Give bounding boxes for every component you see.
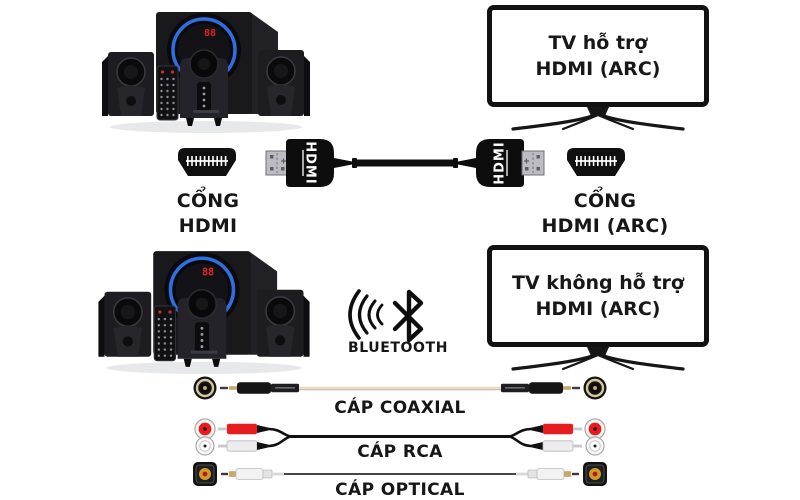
tv-label-line2: HDMI (ARC) — [535, 298, 661, 320]
optical-cable-label: CÁP OPTICAL — [335, 480, 465, 500]
hdmi-cable-icon: HDMI HDMI — [265, 139, 545, 187]
hdmi-plug-right: HDMI — [453, 139, 545, 187]
tv-with-arc: TV hỗ trợ HDMI (ARC) — [487, 5, 709, 133]
tv-label-line1: TV không hỗ trợ — [512, 272, 684, 294]
speaker-display-digits: 88 — [202, 267, 214, 278]
right-port-label-line1: CỔNG — [573, 190, 637, 212]
hdmi-port-icon-right — [567, 148, 625, 176]
left-port-label-line1: CỔNG — [176, 190, 240, 212]
left-port-label: CỔNG HDMI — [148, 189, 268, 239]
rca-cable-label: CÁP RCA — [357, 442, 443, 462]
rca-jacks-right — [584, 418, 606, 456]
coaxial-cable-icon — [193, 376, 607, 400]
tv-label-line2: HDMI (ARC) — [535, 58, 661, 80]
bluetooth-icon — [348, 289, 424, 343]
speaker-display-digits: 88 — [204, 28, 216, 39]
hdmi-port-icon-left — [178, 148, 236, 176]
remote-control — [153, 305, 177, 362]
tv-screen: TV không hỗ trợ HDMI (ARC) — [487, 245, 709, 347]
bluetooth-label: BLUETOOTH — [347, 340, 449, 356]
rca-cable-icon — [194, 418, 606, 456]
left-port-label-line2: HDMI — [178, 215, 238, 237]
optical-port-right — [583, 462, 607, 486]
speaker-system-bottom: 88 — [98, 251, 310, 374]
hdmi-plug-left: HDMI — [265, 139, 357, 187]
speaker-system-top: 88 — [102, 12, 310, 133]
coaxial-jack-left — [193, 376, 217, 400]
coaxial-jack-right — [583, 376, 607, 400]
tv-stand-icon — [511, 347, 685, 371]
hdmi-cable-wire — [357, 159, 453, 167]
right-port-label-line2: HDMI (ARC) — [541, 215, 669, 237]
tv-without-arc: TV không hỗ trợ HDMI (ARC) — [487, 245, 709, 373]
tv-stand-icon — [511, 107, 685, 131]
rca-jacks-left — [194, 418, 216, 456]
speaker-system-illustration: 88 — [102, 12, 310, 133]
hdmi-plug-text-right: HDMI — [493, 141, 508, 184]
right-port-label: CỔNG HDMI (ARC) — [520, 189, 690, 239]
remote-control — [156, 65, 179, 121]
optical-port-left — [193, 462, 217, 486]
tv-label-line1: TV hỗ trợ — [548, 32, 648, 54]
optical-cable-icon — [193, 462, 607, 486]
tv-screen: TV hỗ trợ HDMI (ARC) — [487, 5, 709, 107]
coaxial-cable-label: CÁP COAXIAL — [334, 398, 466, 418]
speaker-system-illustration: 88 — [98, 251, 310, 374]
hdmi-plug-text-left: HDMI — [303, 141, 318, 184]
